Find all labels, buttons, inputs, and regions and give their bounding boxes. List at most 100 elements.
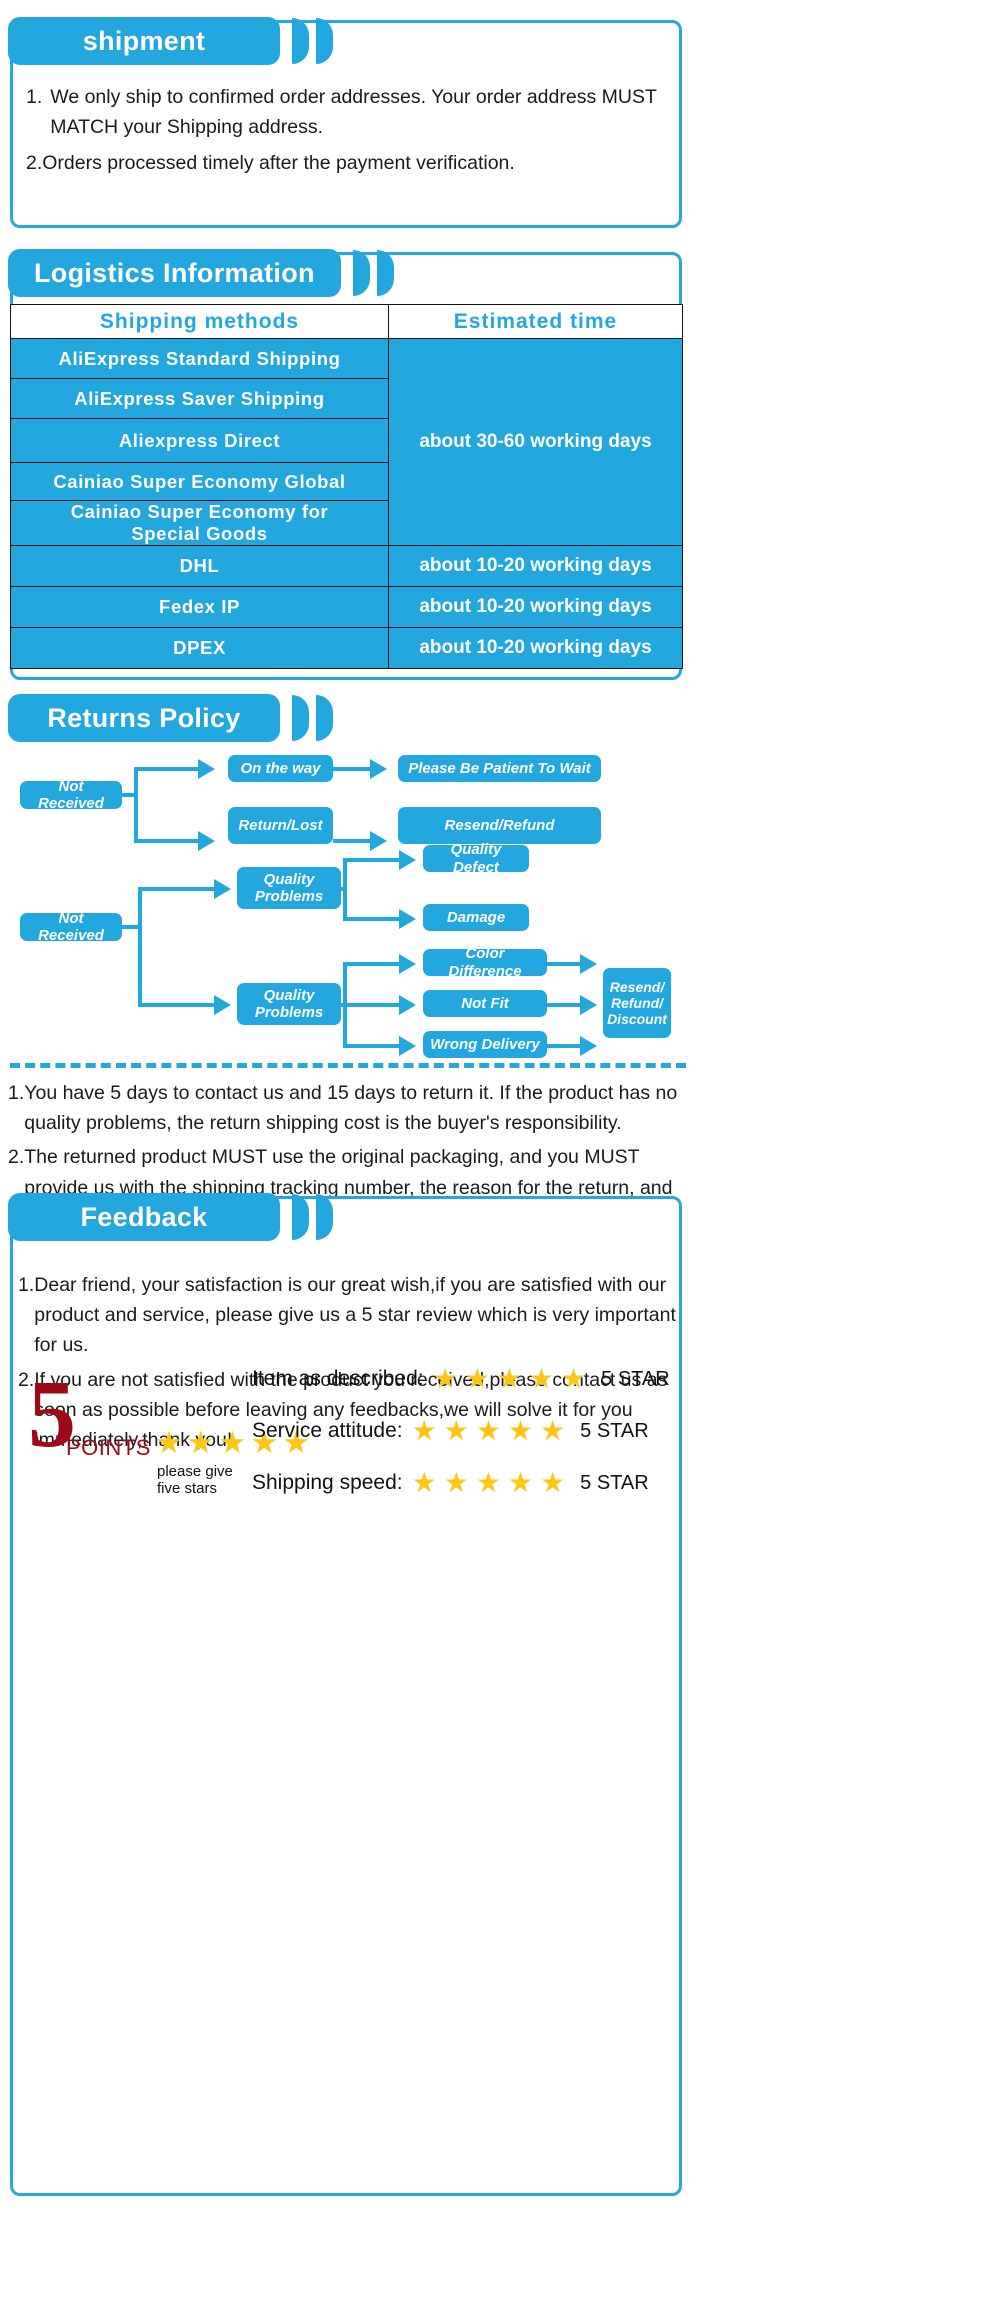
feedback-header: Feedback	[8, 1193, 340, 1241]
cell-method: AliExpress Saver Shipping	[10, 378, 389, 419]
flow-connector	[134, 839, 204, 843]
shipment-title: shipment	[82, 25, 206, 56]
section-divider	[10, 1063, 686, 1068]
star-icon: ★	[540, 1467, 566, 1498]
star-icon: ★	[155, 1425, 183, 1460]
cell-eta-grouped: about 30-60 working days	[388, 338, 683, 546]
rating-label: Item as described:	[252, 1367, 424, 1390]
flow-arrow-icon	[580, 954, 597, 974]
list-item-text: We only ship to confirmed order addresse…	[50, 86, 657, 139]
list-item-text: If you are not satisfied with the produc…	[34, 1368, 668, 1452]
flow-arrow-icon	[580, 1036, 597, 1056]
table-row: Fedex IP about 10-20 working days	[10, 586, 683, 628]
logistics-title-pill: Logistics Information	[8, 249, 341, 297]
shipment-title-pill: shipment	[8, 17, 280, 65]
flow-node-not-fit: Not Fit	[423, 990, 547, 1017]
returns-flowchart-group-1: Not Received On the way Please Be Patien…	[0, 750, 690, 851]
shipment-text-list: 1. We only ship to confirmed order addre…	[26, 82, 676, 181]
list-item-text: Dear friend, your satisfaction is our gr…	[34, 1274, 676, 1357]
flow-connector	[138, 1003, 220, 1007]
column-header-method: Shipping methods	[10, 304, 389, 339]
list-item: 1. We only ship to confirmed order addre…	[26, 82, 676, 142]
list-item-number: 2.	[26, 152, 43, 175]
five-points-caption: please give five stars	[157, 1463, 233, 1497]
quote-blob-icon	[316, 18, 333, 64]
five-points-stars: ★ ★ ★ ★ ★	[155, 1427, 310, 1458]
returns-header: Returns Policy	[8, 694, 340, 742]
flow-arrow-icon	[370, 759, 387, 779]
flow-arrow-icon	[399, 909, 416, 929]
flow-arrow-icon	[399, 1036, 416, 1056]
rating-tail: 5 STAR	[580, 1471, 649, 1494]
flow-node-wrong-delivery: Wrong Delivery	[423, 1031, 547, 1058]
flow-connector	[134, 767, 138, 843]
table-row: DPEX about 10-20 working days	[10, 627, 683, 669]
quote-blob-icon	[292, 18, 309, 64]
flow-connector	[122, 793, 138, 797]
cell-method: AliExpress Standard Shipping	[10, 338, 389, 379]
flow-node-not-received: Not Received	[20, 778, 122, 812]
flow-connector	[547, 962, 589, 966]
flow-node-quality-problems: Quality Problems	[237, 867, 341, 909]
table-row: AliExpress Standard Shipping about 30-60…	[10, 338, 683, 546]
flow-node-quality-problems: Quality Problems	[237, 983, 341, 1025]
rating-label: Service attitude:	[252, 1419, 403, 1442]
star-icon: ★	[443, 1415, 469, 1446]
star-icon: ★	[507, 1467, 534, 1498]
flow-connector	[138, 887, 220, 891]
star-icon: ★	[475, 1415, 501, 1446]
flow-node-return-lost: Return/Lost	[228, 807, 333, 844]
star-icon: ★	[411, 1467, 437, 1498]
rating-stars: ★ ★ ★ ★ ★	[412, 1469, 566, 1497]
list-item-number: 2.	[8, 1146, 25, 1169]
cell-method: DPEX	[10, 627, 389, 669]
rating-stars: ★ ★ ★ ★ ★	[412, 1417, 566, 1445]
flow-connector	[138, 887, 142, 1007]
flow-connector	[343, 1044, 405, 1048]
flow-connector	[343, 917, 405, 921]
flow-arrow-icon	[399, 995, 416, 1015]
shipment-quote-blobs	[292, 18, 340, 64]
flow-connector	[343, 1003, 405, 1007]
flow-arrow-icon	[214, 995, 231, 1015]
flow-connector	[547, 1003, 589, 1007]
rating-row-service-attitude: Service attitude: ★ ★ ★ ★ ★ 5 STAR	[252, 1417, 649, 1445]
returns-title-pill: Returns Policy	[8, 694, 280, 742]
star-icon: ★	[475, 1467, 501, 1498]
star-icon: ★	[218, 1425, 247, 1460]
returns-title: Returns Policy	[47, 702, 241, 733]
table-row: Aliexpress Direct	[10, 418, 683, 463]
five-points-number: 5	[28, 1360, 76, 1467]
star-icon: ★	[464, 1363, 490, 1394]
flow-node-resend-refund: Resend/Refund	[398, 807, 601, 844]
rating-label: Shipping speed:	[252, 1471, 403, 1494]
returns-flowchart-group-2: Not Received Quality Problems Quality De…	[0, 841, 690, 1065]
rating-stars: ★ ★ ★ ★ ★	[433, 1365, 587, 1393]
flow-node-on-the-way: On the way	[228, 755, 333, 782]
cell-method: Aliexpress Direct	[10, 418, 389, 463]
star-icon: ★	[496, 1363, 522, 1394]
column-header-eta: Estimated time	[388, 304, 683, 339]
returns-quote-blobs	[292, 695, 340, 741]
list-item-number: 2.	[18, 1368, 35, 1391]
table-header-row: Shipping methods Estimated time	[10, 304, 683, 339]
flow-arrow-icon	[399, 954, 416, 974]
feedback-section	[10, 1196, 682, 2196]
quote-blob-icon	[376, 250, 394, 296]
flow-node-quality-defect: Quality Defect	[423, 841, 529, 876]
flow-arrow-icon	[198, 759, 215, 779]
flow-connector	[343, 858, 405, 862]
rating-row-item-as-described: Item as described: ★ ★ ★ ★ ★ 5 STAR	[252, 1365, 670, 1393]
flow-connector	[333, 767, 375, 771]
flow-node-resend-refund-discount: Resend/ Refund/ Discount	[603, 968, 671, 1038]
feedback-quote-blobs	[292, 1194, 340, 1240]
flow-node-please-be-patient: Please Be Patient To Wait	[398, 755, 601, 782]
flow-arrow-icon	[198, 831, 215, 851]
star-icon: ★	[411, 1415, 437, 1446]
logistics-table: Shipping methods Estimated time AliExpre…	[10, 304, 683, 669]
list-item: 2. Orders processed timely after the pay…	[26, 148, 676, 178]
list-item-number: 1.	[8, 1082, 25, 1104]
flow-arrow-icon	[370, 831, 387, 851]
flow-connector	[333, 839, 375, 843]
quote-blob-icon	[316, 1194, 333, 1240]
